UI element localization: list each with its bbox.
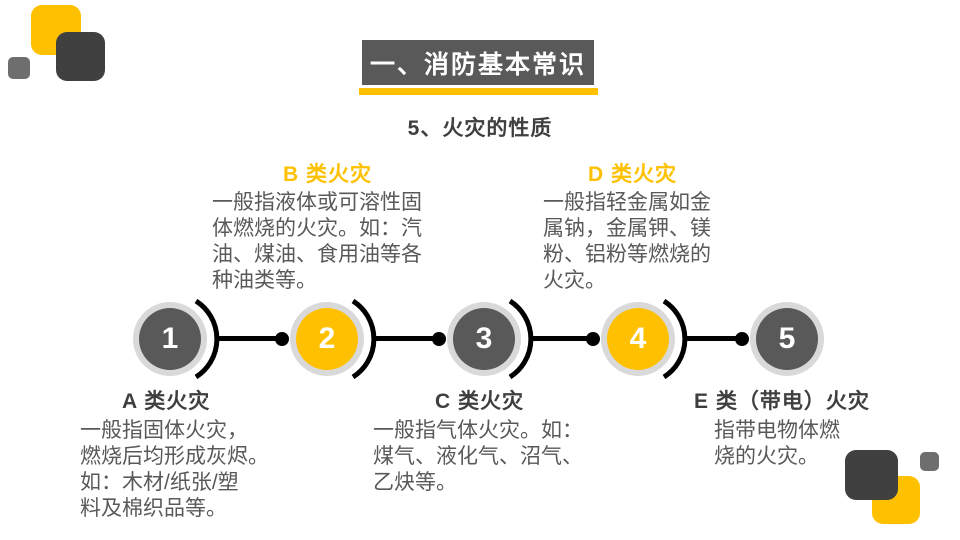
class-c-description: 一般指气体火灾。如： 煤气、液化气、沼气、 乙炔等。 [373, 418, 583, 496]
desc-line: 料及棉织品等。 [80, 497, 227, 520]
desc-line: 体燃烧的火灾。如：汽 [212, 217, 422, 240]
desc-line: 一般指固体火灾， [80, 419, 248, 442]
desc-line: 如：木材/纸张/塑 [80, 471, 239, 494]
timeline-step-1-circle: 1 [133, 302, 207, 376]
class-b-label: B 类火灾 [283, 163, 372, 186]
class-c-label: C 类火灾 [435, 390, 524, 413]
decor-square-gray-bottomright [920, 452, 939, 471]
slide-subtitle: 5、火灾的性质 [407, 117, 553, 140]
title-underline-bar [359, 88, 598, 95]
step-1-arc [194, 299, 220, 379]
desc-line: 乙炔等。 [373, 471, 457, 494]
desc-line: 粉、铝粉等燃烧的 [543, 243, 711, 266]
desc-line: 种油类等。 [212, 269, 317, 292]
connector-dot-2 [275, 332, 289, 346]
step-number: 3 [453, 308, 515, 370]
connector-line-4-5 [685, 336, 742, 341]
connector-line-3-4 [531, 336, 593, 341]
step-2-arc [351, 299, 377, 379]
class-d-description: 一般指轻金属如金 属钠，金属钾、镁 粉、铝粉等燃烧的 火灾。 [543, 190, 711, 294]
timeline-step-2-circle: 2 [290, 302, 364, 376]
step-3-arc [508, 299, 534, 379]
desc-line: 煤气、液化气、沼气、 [373, 445, 583, 468]
timeline-step-5-circle: 5 [750, 302, 824, 376]
class-d-label: D 类火灾 [588, 163, 677, 186]
desc-line: 指带电物体燃 [714, 419, 840, 442]
class-a-description: 一般指固体火灾， 燃烧后均形成灰烬。 如：木材/纸张/塑 料及棉织品等。 [80, 418, 269, 522]
step-number: 4 [607, 308, 669, 370]
step-4-arc [662, 299, 688, 379]
desc-line: 一般指气体火灾。如： [373, 419, 583, 442]
connector-line-2-3 [374, 336, 439, 341]
connector-dot-3 [432, 332, 446, 346]
desc-line: 一般指液体或可溶性固 [212, 191, 422, 214]
desc-line: 属钠，金属钾、镁 [543, 217, 711, 240]
step-number: 1 [139, 308, 201, 370]
connector-dot-5 [735, 332, 749, 346]
desc-line: 一般指轻金属如金 [543, 191, 711, 214]
desc-line: 火灾。 [543, 269, 606, 292]
desc-line: 燃烧后均形成灰烬。 [80, 445, 269, 468]
timeline-step-3-circle: 3 [447, 302, 521, 376]
decor-square-dark-topleft [56, 32, 105, 81]
class-a-label: A 类火灾 [122, 390, 211, 413]
desc-line: 烧的火灾。 [714, 445, 819, 468]
class-e-description: 指带电物体燃 烧的火灾。 [714, 418, 840, 470]
class-b-description: 一般指液体或可溶性固 体燃烧的火灾。如：汽 油、煤油、食用油等各 种油类等。 [212, 190, 422, 294]
slide-title-banner: 一、消防基本常识 [362, 40, 594, 85]
desc-line: 油、煤油、食用油等各 [212, 243, 422, 266]
timeline-step-4-circle: 4 [601, 302, 675, 376]
decor-square-gray-topleft [8, 57, 30, 79]
connector-line-1-2 [217, 336, 282, 341]
step-number: 2 [296, 308, 358, 370]
class-e-label: E 类（带电）火灾 [694, 390, 870, 413]
connector-dot-4 [586, 332, 600, 346]
step-number: 5 [756, 308, 818, 370]
decor-square-dark-bottomright [845, 450, 898, 500]
